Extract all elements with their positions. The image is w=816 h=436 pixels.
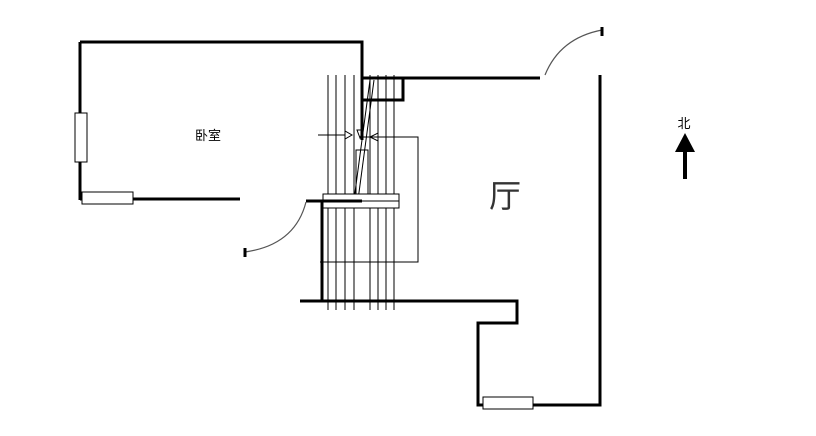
window [482, 396, 534, 410]
arrow-up-icon [675, 133, 695, 152]
window [81, 191, 134, 205]
window [74, 112, 88, 163]
hall-walls [300, 27, 604, 410]
north-arrow: 北 [675, 117, 695, 179]
bedroom-walls [74, 40, 364, 205]
hall-label: 厅 [489, 177, 521, 215]
bedroom-label: 卧室 [195, 128, 221, 144]
north-label: 北 [677, 117, 690, 132]
stair-area [243, 75, 540, 310]
